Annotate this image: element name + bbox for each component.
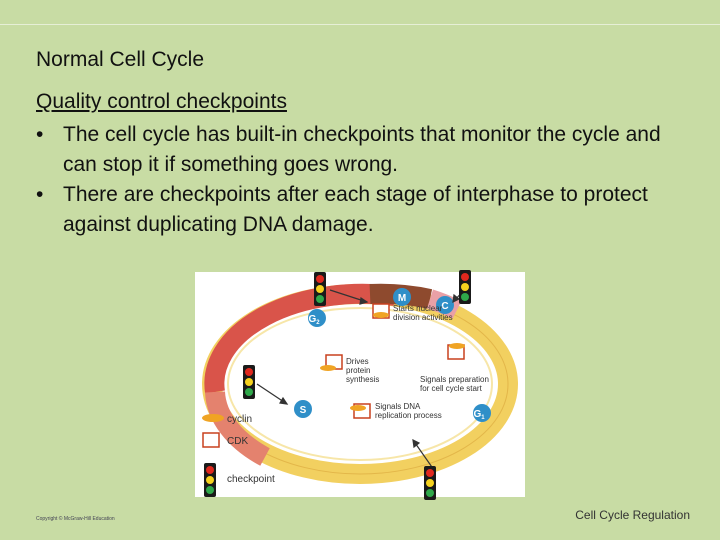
bullet-list: • The cell cycle has built-in checkpoint… [36, 120, 676, 240]
phase-c-circle [436, 296, 454, 314]
phase-m-label: M [398, 293, 406, 304]
checkpoint-arrows [256, 286, 468, 471]
bullet-dot: • [36, 123, 44, 146]
cyclin-shape [320, 365, 336, 371]
legend-cdk-label: CDK [227, 436, 248, 447]
traffic-light-icon [243, 365, 255, 399]
bullet-dot: • [36, 183, 44, 206]
phase-g1-circle [473, 404, 491, 422]
top-divider [0, 24, 720, 25]
legend-cdk-swatch [202, 432, 220, 448]
bullet-text: The cell cycle has built-in checkpoints … [63, 123, 661, 176]
bullet-item: • The cell cycle has built-in checkpoint… [36, 120, 676, 180]
label-signals-prep-1: Signals preparation [420, 375, 489, 384]
legend-cyclin-label: cyclin [227, 414, 252, 425]
label-starts-nuclear-2: division activities [393, 313, 453, 322]
bullet-item: • There are checkpoints after each stage… [36, 180, 676, 240]
label-signals-dna-1: Signals DNA [375, 402, 421, 411]
copyright-text: Copyright © McGraw-Hill Education [36, 516, 115, 522]
phase-g2-circle [308, 309, 326, 327]
legend-cyclin-swatch [202, 414, 224, 422]
traffic-light-icon [459, 270, 471, 304]
phase-g2-label: G2 [308, 314, 320, 326]
phase-m-circle [393, 288, 411, 306]
traffic-light-icon [424, 466, 436, 500]
legend: cyclin CDK checkpoint [202, 414, 275, 485]
traffic-light-icon [314, 272, 326, 306]
legend-traffic-light-icon [204, 463, 216, 497]
phase-c-label: C [441, 301, 448, 312]
label-drives-2: protein [346, 366, 370, 375]
ring-red-arc [204, 283, 397, 394]
cyclin-shape [449, 343, 465, 349]
label-drives-3: synthesis [346, 375, 379, 384]
label-drives-1: Drives [346, 357, 369, 366]
footer-text: Cell Cycle Regulation [575, 508, 690, 522]
cyclin-shape [350, 405, 366, 411]
phase-s-label: S [300, 405, 307, 416]
ring-s-arc [205, 391, 270, 466]
cyclin-shape [373, 312, 389, 318]
label-signals-prep-2: for cell cycle start [420, 384, 483, 393]
label-starts-nuclear-1: Starts nuclear [393, 304, 443, 313]
legend-checkpoint-label: checkpoint [227, 474, 275, 485]
bullet-text: There are checkpoints after each stage o… [63, 183, 648, 236]
section-heading: Quality control checkpoints [36, 90, 287, 113]
phase-s-circle [294, 400, 312, 418]
label-signals-dna-2: replication process [375, 411, 442, 420]
phase-g1-label: G1 [473, 409, 485, 421]
slide-title: Normal Cell Cycle [36, 48, 205, 71]
